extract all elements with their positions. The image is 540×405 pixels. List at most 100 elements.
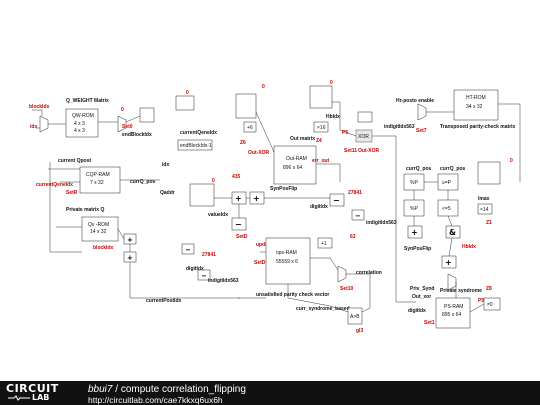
circuitlab-logo[interactable]: CIRCUIT LAB (2, 383, 76, 403)
qw-rom-group[interactable]: Q_WEIGHT Matrix QW-ROM 4 x 3 4 x 3 block… (29, 98, 155, 138)
circuit-author[interactable]: bbui7 (88, 384, 113, 395)
mux-2[interactable] (117, 115, 127, 133)
op-1-glyph: + (127, 236, 133, 244)
indigit-idx563-label: indigitIdx563 (208, 278, 239, 284)
hb-group[interactable]: 0 HbIdx ×16 Z4 P5 Set11 XOR Out-XOR indi… (309, 80, 415, 154)
right-logic[interactable]: currQ_pos currQ_pos %P ≥=P %P <=5 + SynP… (403, 158, 513, 291)
n-27841-label: 27841 (202, 252, 216, 258)
mux-r[interactable] (477, 161, 501, 185)
adder-box-1[interactable] (189, 183, 215, 207)
circuit-url[interactable]: http://circuitlab.com/cae7kkxq6ux6h (88, 395, 223, 405)
qaddr-label: Qaddr (160, 190, 175, 196)
sum6-label: +6 (247, 125, 253, 131)
value-idx-label: valueIdx (208, 212, 228, 218)
xor-label: XOR (358, 134, 369, 140)
title-separator: / (112, 384, 121, 395)
out-xor-label: Out-XOR (248, 150, 269, 156)
mux-top[interactable] (235, 93, 257, 119)
correlation-label: correlation (356, 270, 382, 276)
set-d2-label: SetD (254, 260, 266, 266)
out-ram-group[interactable]: 0 +6 Z6 Out-XOR Out matrix Out-RAM 896 x… (235, 84, 341, 192)
priv-synd-label: Priv_Synd (410, 286, 434, 292)
logo-mark-icon (8, 395, 30, 401)
qw-rom-block[interactable] (65, 108, 99, 138)
ps-ram-label: PS-RAM (444, 304, 463, 310)
qv-rom-size: 14 x 32 (90, 229, 107, 235)
circuit-title: bbui7 / compute correlation_flipping (88, 384, 246, 395)
mul-op[interactable] (181, 243, 195, 255)
wire (395, 136, 416, 303)
node-0e-label: 0 (330, 80, 333, 86)
digit-idx-label: digitIdx (186, 266, 204, 272)
plus-glyph-2: + (253, 194, 260, 203)
imax-label: lmax (478, 196, 490, 202)
plus-op-r[interactable] (407, 225, 423, 239)
sub-op[interactable] (197, 269, 211, 281)
minus-op-c2[interactable] (351, 209, 365, 221)
set-10-label: Set10 (340, 286, 354, 292)
ab-compare[interactable] (347, 307, 363, 325)
node-0d-label: 0 (262, 84, 265, 90)
ht-rom-block[interactable] (453, 89, 499, 121)
gl3-label: gl3 (356, 328, 363, 334)
ps-ram-size: 895 x 64 (442, 312, 461, 318)
wire (447, 215, 453, 227)
qw-rom-size-1: 4 x 3 (74, 121, 85, 127)
cqp-ram-group[interactable]: current Qpost CQP-RAM 7 x 32 currentQene… (36, 158, 160, 196)
digit-idx2-label: digitIdx (408, 308, 426, 314)
ps-ram-group[interactable]: Private syndrome PS-RAM 895 x 64 Priv_Sy… (408, 282, 501, 329)
qv-rom-group[interactable]: Private matrix Q Qv -ROM 14 x 32 blockId… (49, 162, 240, 304)
plus1-label: +1 (321, 241, 327, 247)
ab-box[interactable] (357, 111, 373, 123)
wire (287, 284, 349, 313)
counter-box[interactable] (175, 95, 195, 111)
current-qene-idx-label: currentQeneIdx (36, 182, 73, 188)
end-block-idx-1-label: endBlockIdx-1 (180, 143, 212, 149)
end-idx-box[interactable] (177, 139, 213, 151)
mux-corr[interactable] (337, 265, 347, 283)
z1-label: Z1 (486, 220, 492, 226)
block-ge-label: ≥=P (442, 180, 452, 186)
wire (316, 163, 341, 182)
register-1[interactable] (139, 107, 155, 123)
out-ram-size: 896 x 64 (283, 165, 302, 171)
mux-hb[interactable] (309, 85, 333, 109)
out-ram-label: Out-RAM (286, 156, 307, 162)
wire (32, 109, 43, 116)
middle-logic[interactable]: 0 currentQeneIdx endBlockIdx-1 0 valueId… (175, 90, 300, 284)
indigit-idx563-top-label: indigitIdx563 (384, 124, 415, 130)
plus1-box[interactable] (317, 237, 333, 249)
qw-rom-size-2: 4 x 3 (74, 128, 85, 134)
ht-rom-group[interactable]: Hr-posto enable Set7 HT-ROM 34 x 32 Tran… (395, 89, 521, 303)
mux-1[interactable] (39, 115, 49, 133)
p5-label: P5 (342, 130, 348, 136)
n-27841b-label: 27841 (348, 190, 362, 196)
ops-ram-block[interactable] (265, 237, 311, 285)
ops-ram-group[interactable]: update SetD ops-RAM 55559 x 6 unsatisfie… (238, 190, 397, 334)
cqp-ram-label: CQP-RAM (86, 172, 110, 178)
minus-op-c[interactable] (329, 193, 345, 207)
x16-box[interactable] (313, 121, 329, 133)
digit-idx3-label: digitIdx (310, 204, 328, 210)
x14-box[interactable] (477, 203, 493, 215)
qv-rom-label: Qv -ROM (88, 222, 109, 228)
node-0f-label: 0 (510, 158, 513, 164)
out-ram-block[interactable] (273, 145, 317, 185)
minus-glyph-c: − (333, 196, 340, 205)
node-0b-label: 0 (186, 90, 189, 96)
qv-rom-title: Private matrix Q (66, 207, 104, 213)
ops-ram-title: unsatisfied parity check vector (256, 292, 329, 298)
setr-label: SetR (66, 190, 78, 196)
mux-ht[interactable] (417, 103, 427, 121)
curr-q-pos-label: currQ_pos (130, 179, 156, 185)
and-op-r[interactable] (445, 225, 461, 239)
block-idx2-label: blockIdx (93, 245, 114, 251)
set7-label: Set7 (416, 128, 427, 134)
wire (346, 273, 371, 313)
ps-ram-block[interactable] (435, 297, 471, 329)
current-qene-idx-2: currentQeneIdx (180, 130, 217, 136)
and-glyph-r: & (449, 228, 456, 237)
sum6-box[interactable] (243, 121, 257, 133)
minus-glyph-c2: − (355, 212, 361, 220)
